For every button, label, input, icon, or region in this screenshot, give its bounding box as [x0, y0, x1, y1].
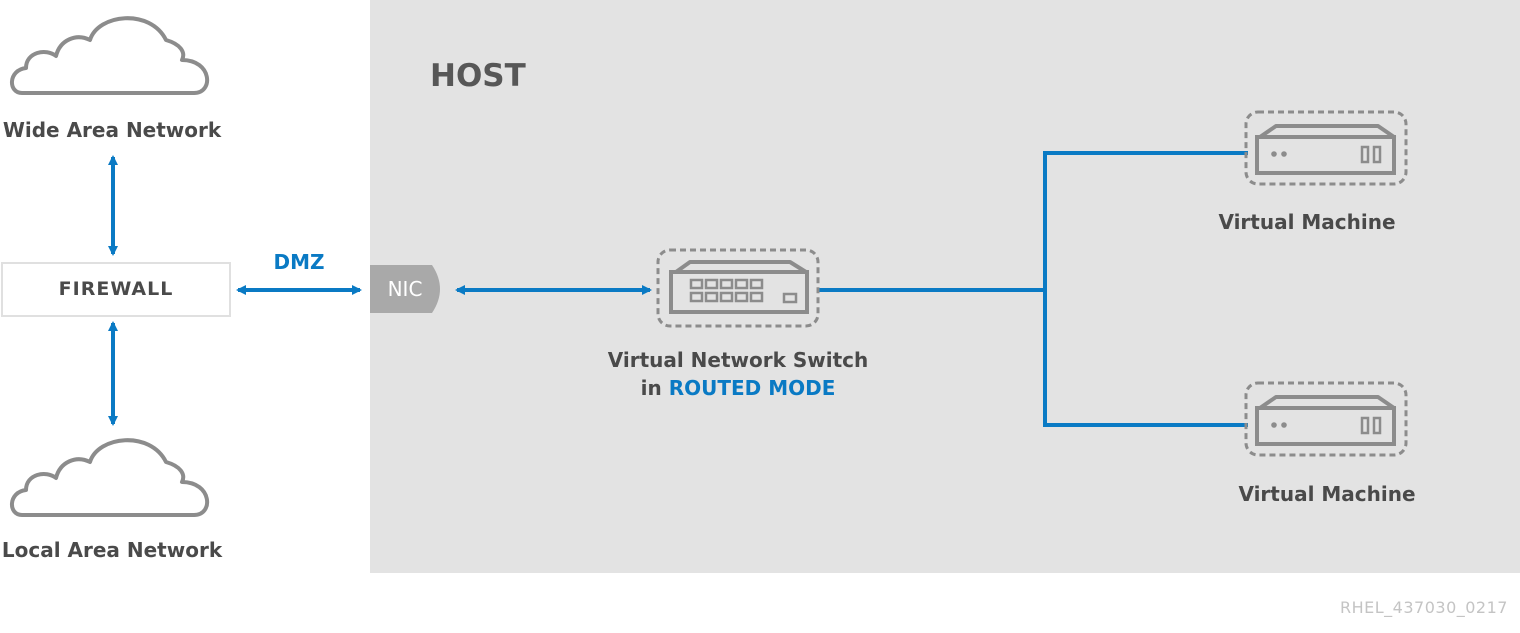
switch-label-line1: Virtual Network Switch: [607, 348, 869, 372]
switch-vm-connections: [818, 151, 1248, 427]
switch-label: Virtual Network Switch in ROUTED MODE: [568, 346, 908, 402]
virtual-machine-label: Virtual Machine: [1238, 482, 1416, 506]
host-title: HOST: [430, 58, 526, 94]
wan-label: Wide Area Network: [2, 118, 222, 142]
virtual-machine-icon: [1244, 110, 1408, 186]
firewall-node: FIREWALL: [1, 262, 231, 317]
nic-port-icon: [370, 265, 440, 313]
switch-mode-prefix: in: [640, 376, 669, 400]
network-switch-icon: [656, 248, 820, 328]
switch-label-line2: in ROUTED MODE: [568, 374, 908, 402]
lan-label: Local Area Network: [1, 538, 223, 562]
figure-id-watermark: RHEL_437030_0217: [1340, 598, 1508, 617]
lan-cloud-icon: [10, 438, 210, 517]
wan-cloud-icon: [10, 16, 210, 95]
switch-mode-value: ROUTED MODE: [668, 376, 836, 400]
virtual-machine-label: Virtual Machine: [1218, 210, 1396, 234]
firewall-label: FIREWALL: [58, 278, 174, 300]
virtual-machine-icon: [1244, 381, 1408, 457]
dmz-label: DMZ: [273, 250, 325, 274]
nic-label: NIC: [387, 277, 423, 301]
